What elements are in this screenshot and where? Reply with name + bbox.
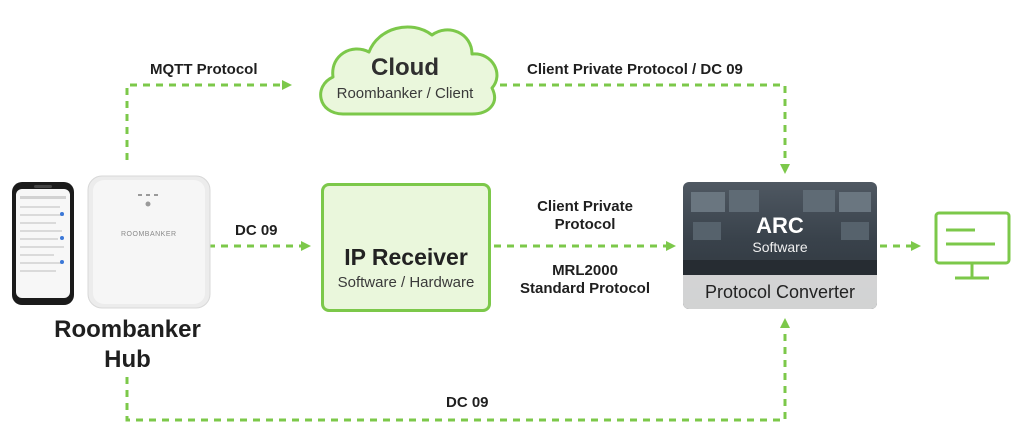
ip-receiver-title: IP Receiver — [344, 244, 468, 270]
cloud-title: Cloud — [371, 54, 439, 81]
label-hub-to-receiver: DC 09 — [235, 222, 278, 239]
label-mqtt: MQTT Protocol — [150, 61, 258, 78]
hub-title-line1: Roombanker — [54, 316, 201, 343]
ip-receiver-box: IP Receiver Software / Hardware — [321, 183, 491, 312]
arc-band: Protocol Converter — [683, 275, 877, 309]
hub-title-line2: Hub — [104, 346, 151, 373]
ip-receiver-subtitle: Software / Hardware — [337, 274, 475, 291]
label-protocol: Protocol — [554, 216, 616, 233]
cloud-subtitle: Roombanker / Client — [336, 85, 474, 102]
hub-device-icon — [87, 175, 211, 309]
label-standard-protocol: Standard Protocol — [519, 280, 650, 297]
arc-subtitle: Software — [752, 239, 808, 255]
label-mrl2000: MRL2000 — [552, 262, 618, 279]
protocol-converter-label: Protocol Converter — [704, 282, 856, 302]
label-receiver-to-arc-top: Client Private Protocol — [505, 198, 665, 234]
monitor-icon — [934, 211, 1011, 280]
label-bottom-dc09: DC 09 — [446, 394, 489, 411]
hub-brand-text: ROOMBANKER — [121, 231, 177, 238]
control-room-illustration — [683, 190, 877, 276]
label-cloud-to-arc: Client Private Protocol / DC 09 — [527, 61, 743, 78]
arc-panel: ARC Software Protocol Converter — [683, 182, 877, 309]
smartphone-app-icon — [12, 182, 74, 305]
cloud-icon — [319, 25, 499, 116]
arrow-hub-to-cloud — [125, 80, 292, 160]
arrow-cloud-to-arc — [500, 83, 790, 174]
arc-title: ARC — [756, 213, 804, 238]
label-receiver-to-arc-bottom: MRL2000 Standard Protocol — [505, 262, 665, 298]
label-client-private: Client Private — [537, 198, 633, 215]
hub-title: Roombanker Hub — [40, 315, 215, 375]
